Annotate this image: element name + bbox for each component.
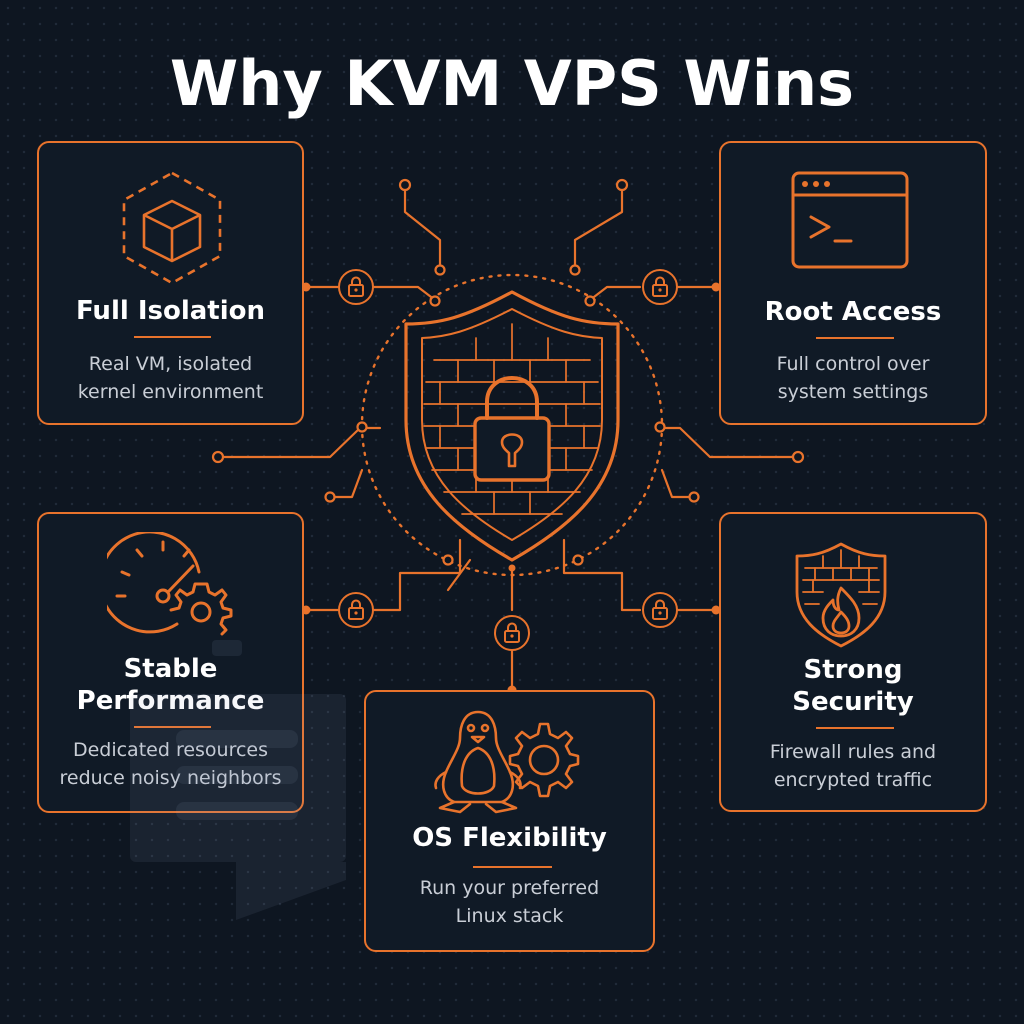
- desc-line: system settings: [777, 381, 929, 403]
- padlock-icon: [338, 592, 374, 628]
- desc-line: Run your preferred: [419, 877, 600, 899]
- node: [688, 491, 700, 503]
- junction: [711, 282, 721, 292]
- card-title: Root Access: [764, 297, 942, 327]
- wire-top-right-2: [588, 285, 642, 302]
- junction: [711, 605, 721, 615]
- card-title: OS Flexibility: [412, 823, 607, 853]
- card-description: Dedicated resources reduce noisy neighbo…: [39, 736, 302, 792]
- node: [615, 178, 629, 192]
- card-description: Real VM, isolated kernel environment: [39, 350, 302, 406]
- wire-low-left-3: [446, 558, 472, 592]
- desc-line: Dedicated resources: [72, 739, 269, 761]
- speedometer-gear-icon: [107, 532, 233, 636]
- node: [584, 295, 596, 307]
- card-stable-performance: Stable Performance Dedicated resources r…: [37, 512, 304, 813]
- node: [324, 491, 336, 503]
- wire-top-left-1: [403, 183, 442, 270]
- card-title: Strong Security: [721, 654, 985, 718]
- desc-line: Firewall rules and: [769, 741, 937, 763]
- title-line: Stable: [123, 654, 218, 684]
- divider: [473, 866, 552, 868]
- wire-left-mid-2: [328, 468, 364, 499]
- junction: [508, 564, 516, 572]
- desc-line: Full control over: [776, 353, 930, 375]
- title-line: Strong: [803, 655, 903, 685]
- node: [398, 178, 412, 192]
- divider: [816, 727, 894, 729]
- card-root-access: Root Access Full control over system set…: [719, 141, 987, 425]
- desc-line: Real VM, isolated: [88, 353, 253, 375]
- linux-penguin-gear-icon: [434, 710, 580, 814]
- desc-line: reduce noisy neighbors: [59, 767, 282, 789]
- divider: [134, 726, 211, 728]
- node: [791, 450, 805, 464]
- wire-right-mid-1: [658, 426, 800, 459]
- node: [211, 450, 225, 464]
- shield-brick-lock-icon: [404, 290, 620, 562]
- node: [572, 554, 584, 566]
- wire-right-mid-2: [660, 468, 696, 499]
- wire-low-right-1: [562, 538, 642, 612]
- terminal-window-icon: [791, 171, 909, 269]
- desc-line: Linux stack: [455, 905, 564, 927]
- divider: [816, 337, 894, 339]
- padlock-icon: [338, 269, 374, 305]
- card-title: Full Isolation: [75, 296, 266, 326]
- node: [429, 295, 441, 307]
- node: [434, 264, 446, 276]
- wire-top-right-1: [573, 183, 624, 270]
- desc-line: kernel environment: [77, 381, 264, 403]
- node: [569, 264, 581, 276]
- title-line: Performance: [76, 686, 265, 716]
- wire-top-left-2: [370, 285, 437, 302]
- firewall-shield-flame-icon: [795, 542, 887, 648]
- padlock-icon: [642, 592, 678, 628]
- card-os-flexibility: OS Flexibility Run your preferred Linux …: [364, 690, 655, 952]
- card-description: Run your preferred Linux stack: [366, 874, 653, 930]
- card-description: Full control over system settings: [721, 350, 985, 406]
- card-title: Stable Performance: [39, 653, 302, 717]
- wire-low-left-1: [370, 538, 462, 612]
- node: [442, 554, 454, 566]
- title-line: Security: [792, 687, 914, 717]
- card-strong-security: Strong Security Firewall rules and encry…: [719, 512, 987, 812]
- wire-left-mid-1: [216, 426, 382, 459]
- padlock-icon: [494, 615, 530, 651]
- padlock-icon: [642, 269, 678, 305]
- node: [356, 421, 368, 433]
- card-description: Firewall rules and encrypted traffic: [721, 738, 985, 794]
- card-full-isolation: Full Isolation Real VM, isolated kernel …: [37, 141, 304, 425]
- node: [654, 421, 666, 433]
- desc-line: encrypted traffic: [773, 769, 933, 791]
- cube-hexagon-icon: [122, 171, 222, 285]
- page-title: Why KVM VPS Wins: [169, 47, 855, 120]
- divider: [134, 336, 211, 338]
